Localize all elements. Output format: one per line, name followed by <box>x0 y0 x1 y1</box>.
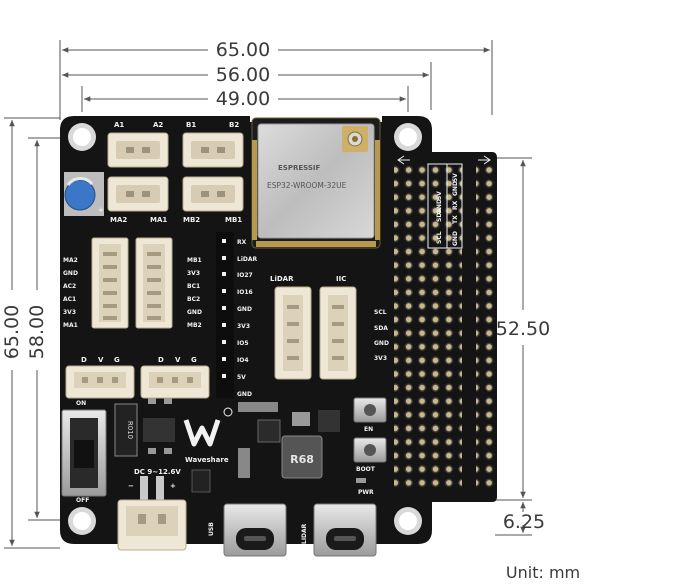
dimension-labels: 65.00 56.00 49.00 65.00 58.00 52.50 6.25… <box>1 39 580 582</box>
iic-pin-0: SCL <box>374 309 387 316</box>
conn-label-b2: B2 <box>229 121 239 129</box>
enc-mid-4: GND <box>187 309 202 316</box>
dc-label: DC 9~12.6V <box>134 468 181 476</box>
gpio-b-1: GND <box>452 181 459 196</box>
pin-label-3: IO16 <box>237 289 253 296</box>
module-brand: ESPRESSIF <box>278 164 320 172</box>
usb-label: USB <box>208 522 215 536</box>
gpio-b-2: RX <box>452 200 459 210</box>
gpio-a-1: SDA <box>436 208 443 222</box>
brand-label: Waveshare <box>185 456 229 464</box>
dim-height-65: 65.00 <box>1 305 23 359</box>
gpio-a-2: SCL <box>436 231 443 244</box>
enc-left-3: AC1 <box>63 296 76 303</box>
gpio-label-box-b: 5V GND RX TX GND <box>446 163 463 249</box>
dim-width-65: 65.00 <box>216 39 270 61</box>
dim-width-49: 49.00 <box>216 88 270 110</box>
gpio-a-3: GND <box>436 199 443 214</box>
dc-input-connector: − + <box>117 476 187 551</box>
enc-left-1: GND <box>63 270 78 277</box>
pin-label-9: GND <box>237 391 252 398</box>
motor-connectors: A1 A2 B1 B2 MA2 MA1 MB2 MB1 <box>107 121 244 224</box>
gpio-b-3: TX <box>452 215 459 224</box>
pin-label-4: GND <box>237 306 252 313</box>
gpio-b-0: 5V <box>452 173 459 182</box>
inductor-big-label: R68 <box>290 453 314 466</box>
pin-label-1: LiDAR <box>237 256 258 263</box>
unit-label: Unit: mm <box>506 563 580 582</box>
waveshare-logo: Waveshare DC 9~12.6V <box>134 407 233 476</box>
pin-labels: RX LiDAR IO27 IO16 GND 3V3 IO5 IO4 5V GN… <box>216 232 258 398</box>
pin-label-6: IO5 <box>237 340 249 347</box>
iic-pin-3: 3V3 <box>374 355 387 362</box>
enc-left-4: 3V3 <box>63 309 76 316</box>
switch-off-label: OFF <box>76 497 89 504</box>
iic-pin-1: SDA <box>374 325 388 332</box>
enc-left-0: MA2 <box>63 257 78 264</box>
dim-height-58: 58.00 <box>26 305 48 359</box>
lidar-iic-connectors: LiDAR IIC SCL SDA GND 3V3 <box>270 275 389 380</box>
pin-label-5: 3V3 <box>237 323 250 330</box>
servo1-g: G <box>114 356 120 364</box>
servo1-d: D <box>81 356 87 364</box>
conn-label-b1: B1 <box>186 121 196 129</box>
iic-label: IIC <box>336 275 346 283</box>
inductor-small-label: R010 <box>126 421 134 439</box>
servo2-g: G <box>191 356 197 364</box>
enc-left-2: AC2 <box>63 283 76 290</box>
conn-label-ma2: MA2 <box>110 216 127 224</box>
gpio-b-4: GND <box>452 231 459 246</box>
conn-label-mb2: MB2 <box>183 216 200 224</box>
dim-right-6: 6.25 <box>503 511 545 533</box>
module-name: ESP32-WROOM-32UE <box>267 181 347 190</box>
enc-left-5: MA1 <box>63 322 78 329</box>
dimension-lines <box>4 40 532 549</box>
pin-label-8: 5V <box>237 374 246 381</box>
enc-mid-2: BC1 <box>187 283 200 290</box>
switch-on-label: ON <box>76 400 86 407</box>
lidar-usb-label: LIDAR <box>301 523 308 544</box>
enc-mid-0: MB1 <box>187 257 202 264</box>
servo2-d: D <box>158 356 164 364</box>
pin-label-7: IO4 <box>237 357 249 364</box>
enc-mid-1: 3V3 <box>187 270 200 277</box>
usb-ports: USB LIDAR <box>208 503 377 557</box>
pin-label-0: RX <box>237 239 247 246</box>
dim-width-56: 56.00 <box>216 64 270 86</box>
enc-mid-5: MB2 <box>187 322 202 329</box>
conn-label-ma1: MA1 <box>150 216 167 224</box>
lidar-label: LiDAR <box>270 275 294 283</box>
mounting-holes <box>68 123 422 535</box>
enc-mid-3: BC2 <box>187 296 200 303</box>
power-switch: ON OFF <box>61 400 107 504</box>
servo2-v: V <box>175 356 181 364</box>
dc-minus: − <box>128 482 134 490</box>
servo-connectors: D V G D V G <box>65 356 210 399</box>
power-components: R010 R68 <box>114 398 340 493</box>
btn-en-label: EN <box>364 426 373 433</box>
pin-label-2: IO27 <box>237 272 253 279</box>
buttons: EN BOOT PWR <box>353 397 387 496</box>
dc-plus: + <box>170 482 176 490</box>
conn-label-a2: A2 <box>153 121 163 129</box>
servo1-v: V <box>98 356 104 364</box>
gpio-header: 5V SDA SCL GND 5V GND RX TX GND <box>394 155 494 492</box>
gpio-a-0: 5V <box>436 191 443 200</box>
conn-label-mb1: MB1 <box>225 216 242 224</box>
encoder-headers: MA2 GND AC2 AC1 3V3 MA1 MB1 3V3 BC1 BC2 … <box>63 237 202 329</box>
dim-right-52: 52.50 <box>496 318 550 340</box>
capacitor-plus: + <box>98 206 104 214</box>
capacitor: + <box>64 172 104 216</box>
btn-boot-label: BOOT <box>356 466 376 473</box>
esp32-module: ESPRESSIF ESP32-WROOM-32UE <box>251 117 381 249</box>
pwr-label: PWR <box>358 489 374 496</box>
iic-pin-2: GND <box>374 340 389 347</box>
conn-label-a1: A1 <box>114 121 124 129</box>
